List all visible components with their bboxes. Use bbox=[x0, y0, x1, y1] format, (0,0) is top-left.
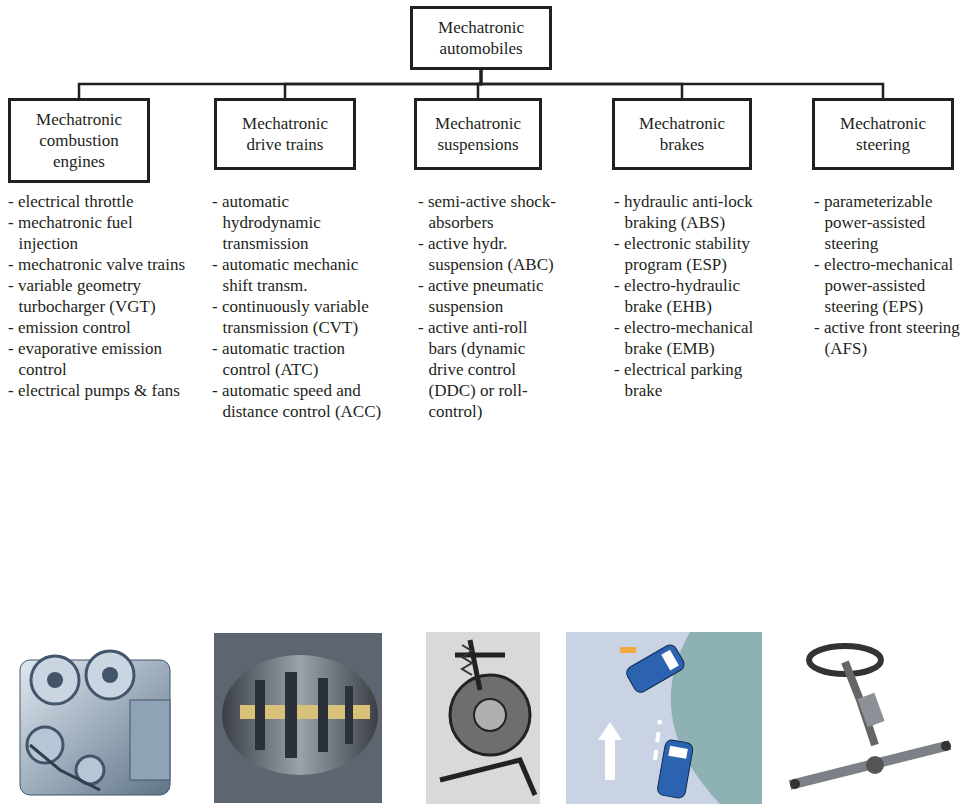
root-box: Mechatronic automobiles bbox=[410, 6, 552, 70]
feature-item: - automatic traction control (ATC) bbox=[212, 338, 388, 380]
feature-item: - electro-hydraulic brake (EHB) bbox=[614, 275, 760, 317]
feature-item: - evaporative emission control bbox=[8, 338, 186, 380]
box-title: Mechatronic combustion engines bbox=[19, 109, 139, 172]
box-title: Mechatronic automobiles bbox=[421, 17, 541, 59]
feature-item: - automatic hydrodynamic transmission bbox=[212, 191, 388, 254]
feature-item: - automatic mechanic shift transm. bbox=[212, 254, 388, 296]
engine-picture bbox=[20, 651, 170, 795]
category-box: Mechatronic drive trains bbox=[214, 98, 356, 170]
category-box: Mechatronic steering bbox=[812, 98, 954, 170]
category-box: Mechatronic suspensions bbox=[414, 98, 542, 170]
feature-item: - mechatronic valve trains bbox=[8, 254, 186, 275]
box-title: Mechatronic brakes bbox=[623, 113, 741, 155]
feature-item: - active front steering (AFS) bbox=[814, 317, 960, 359]
suspension-picture bbox=[426, 632, 540, 804]
transmission-picture bbox=[214, 633, 382, 803]
box-title: Mechatronic steering bbox=[823, 113, 943, 155]
tree-connector bbox=[79, 70, 481, 98]
box-title: Mechatronic drive trains bbox=[225, 113, 345, 155]
feature-item: - active hydr. suspension (ABC) bbox=[418, 233, 558, 275]
feature-item: - active pneumatic suspension bbox=[418, 275, 558, 317]
feature-item: - parameterizable power-assisted steerin… bbox=[814, 191, 960, 254]
category-box: Mechatronic brakes bbox=[612, 98, 752, 170]
feature-item: - hydraulic anti-lock braking (ABS) bbox=[614, 191, 760, 233]
feature-item: - mechatronic fuel injection bbox=[8, 212, 186, 254]
feature-item: - electro-mechanical power-assisted stee… bbox=[814, 254, 960, 317]
feature-item: - active anti-roll bars (dynamic drive c… bbox=[418, 317, 558, 422]
feature-list: - electrical throttle- mechatronic fuel … bbox=[8, 191, 186, 401]
feature-list: - hydraulic anti-lock braking (ABS)- ele… bbox=[614, 191, 760, 401]
feature-list: - semi-active shock-absorbers- active hy… bbox=[418, 191, 558, 422]
tree-connector bbox=[285, 70, 481, 98]
category-box: Mechatronic combustion engines bbox=[8, 98, 150, 183]
feature-item: - variable geometry turbocharger (VGT) bbox=[8, 275, 186, 317]
feature-item: - continuously variable transmission (CV… bbox=[212, 296, 388, 338]
feature-item: - emission control bbox=[8, 317, 186, 338]
feature-item: - automatic speed and distance control (… bbox=[212, 380, 388, 422]
steering-picture bbox=[790, 646, 951, 789]
feature-item: - electro-mechanical brake (EMB) bbox=[614, 317, 760, 359]
feature-item: - semi-active shock-absorbers bbox=[418, 191, 558, 233]
feature-item: - electrical parking brake bbox=[614, 359, 760, 401]
feature-item: - electronic stability program (ESP) bbox=[614, 233, 760, 275]
feature-item: - electrical pumps & fans bbox=[8, 380, 186, 401]
feature-item: - electrical throttle bbox=[8, 191, 186, 212]
stability-picture bbox=[566, 632, 762, 804]
feature-list: - parameterizable power-assisted steerin… bbox=[814, 191, 960, 359]
feature-list: - automatic hydrodynamic transmission- a… bbox=[212, 191, 388, 422]
box-title: Mechatronic suspensions bbox=[425, 113, 531, 155]
tree-connector bbox=[481, 70, 883, 98]
